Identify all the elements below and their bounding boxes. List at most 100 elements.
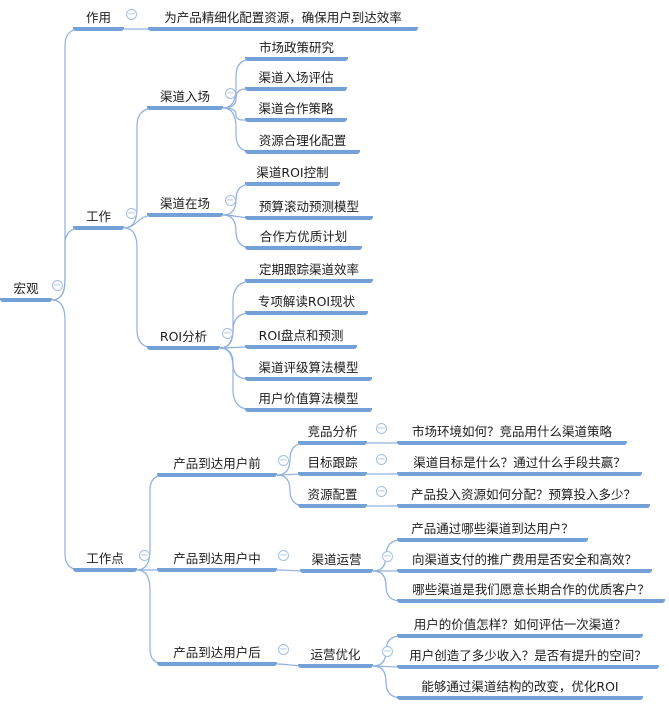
node-label: 渠道合作策略 <box>258 101 334 116</box>
node-roi-analysis[interactable]: ROI分析 <box>147 328 220 350</box>
node-work[interactable]: 工作 <box>73 208 124 230</box>
collapse-icon[interactable]: − <box>376 453 387 465</box>
node-purpose-desc[interactable]: 为产品精细化配置资源，确保用户到达效率 <box>148 9 418 31</box>
node-leaf[interactable]: 渠道评级算法模型 <box>245 359 372 381</box>
node-label: 定期跟踪渠道效率 <box>258 262 359 277</box>
connector <box>51 28 82 301</box>
node-leaf[interactable]: 市场政策研究 <box>245 39 348 61</box>
node-label: 为产品精细化配置资源，确保用户到达效率 <box>164 10 402 25</box>
node-label: 运营优化 <box>310 647 361 662</box>
collapse-icon[interactable]: − <box>139 549 150 561</box>
collapse-icon[interactable]: − <box>52 279 63 291</box>
node-after-reach[interactable]: 产品到达用户后 <box>157 644 277 666</box>
connector <box>372 570 405 602</box>
node-label: 宏观 <box>13 281 39 296</box>
connector <box>219 347 254 411</box>
connector <box>222 58 254 109</box>
node-label: 能够通过渠道结构的改变，优化ROI <box>421 679 619 694</box>
node-competitor-analysis[interactable]: 竞品分析 <box>298 423 367 445</box>
node-root[interactable]: 宏观 <box>0 280 52 302</box>
node-leaf[interactable]: 渠道入场评估 <box>245 69 347 91</box>
collapse-icon[interactable]: − <box>222 327 233 339</box>
node-purpose[interactable]: 作用 <box>73 9 124 31</box>
node-label: 渠道ROI控制 <box>256 165 329 180</box>
node-label: 作用 <box>85 10 111 25</box>
node-goal-tracking[interactable]: 目标跟踪 <box>298 454 367 476</box>
node-label: 工作点 <box>86 551 124 566</box>
collapse-icon[interactable]: − <box>376 485 387 497</box>
node-leaf[interactable]: 市场环境如何？竞品用什么渠道策略 <box>397 423 627 445</box>
node-channel-entry[interactable]: 渠道入场 <box>147 88 223 110</box>
node-leaf[interactable]: 资源合理化配置 <box>245 132 360 154</box>
node-channel-presence[interactable]: 渠道在场 <box>147 195 223 217</box>
node-label: 哪些渠道是我们愿意长期合作的优质客户？ <box>412 582 650 597</box>
node-leaf[interactable]: 哪些渠道是我们愿意长期合作的优质客户？ <box>397 581 665 603</box>
node-label: 向渠道支付的推广费用是否安全和高效？ <box>411 552 637 567</box>
connector <box>222 88 253 109</box>
node-label: 市场政策研究 <box>258 40 334 55</box>
node-label: 竞品分析 <box>307 424 358 439</box>
connector <box>136 474 166 571</box>
node-leaf[interactable]: 用户创造了多少收入？是否有提升的空间？ <box>397 647 659 669</box>
node-label: 用户价值算法模型 <box>258 391 359 406</box>
node-leaf[interactable]: 能够通过渠道结构的改变，优化ROI <box>397 678 643 700</box>
node-label: 预算滚动预测模型 <box>258 199 359 214</box>
node-label: 产品通过哪些渠道到达用户？ <box>411 521 574 536</box>
node-leaf[interactable]: 预算滚动预测模型 <box>245 198 373 220</box>
node-label: 产品到达用户中 <box>173 551 261 566</box>
collapse-icon[interactable]: − <box>278 454 289 466</box>
node-leaf[interactable]: 用户的价值怎样？如何评估一次渠道？ <box>397 616 643 638</box>
node-label: 产品到达用户前 <box>173 456 261 471</box>
connector <box>222 107 253 121</box>
collapse-icon[interactable]: − <box>126 8 137 20</box>
collapse-icon[interactable]: − <box>382 550 393 562</box>
node-label: 渠道运营 <box>311 552 362 567</box>
node-label: 渠道入场 <box>159 89 210 104</box>
node-operation-optimization[interactable]: 运营优化 <box>298 646 373 668</box>
collapse-icon[interactable]: − <box>278 549 289 561</box>
collapse-icon[interactable]: − <box>126 207 137 219</box>
node-label: 工作 <box>85 209 111 224</box>
node-leaf[interactable]: 专项解读ROI现状 <box>245 293 368 315</box>
node-label: 渠道入场评估 <box>258 70 334 85</box>
node-label: 产品投入资源如何分配？预算投入多少？ <box>410 487 636 502</box>
collapse-icon[interactable]: − <box>225 87 236 99</box>
node-during-reach[interactable]: 产品到达用户中 <box>157 550 277 572</box>
node-label: 渠道在场 <box>159 196 210 211</box>
node-label: ROI分析 <box>159 329 208 344</box>
node-label: 用户创造了多少收入？是否有提升的空间？ <box>409 648 647 663</box>
node-label: 合作方优质计划 <box>259 229 348 244</box>
node-leaf[interactable]: 产品投入资源如何分配？预算投入多少？ <box>397 486 650 508</box>
node-leaf[interactable]: 渠道目标是什么？通过什么手段共赢？ <box>397 454 642 476</box>
node-leaf[interactable]: 渠道合作策略 <box>245 100 347 122</box>
collapse-icon[interactable]: − <box>376 422 387 434</box>
node-work-points[interactable]: 工作点 <box>73 550 137 572</box>
node-leaf[interactable]: 向渠道支付的推广费用是否安全和高效？ <box>397 551 652 573</box>
node-label: 资源合理化配置 <box>258 133 347 148</box>
node-leaf[interactable]: 定期跟踪渠道效率 <box>245 261 373 283</box>
node-label: 渠道评级算法模型 <box>258 360 359 375</box>
connector <box>51 299 82 571</box>
node-leaf[interactable]: 渠道ROI控制 <box>245 164 340 186</box>
collapse-icon[interactable]: − <box>278 643 289 655</box>
node-label: 渠道目标是什么？通过什么手段共赢？ <box>413 455 626 470</box>
node-leaf[interactable]: 产品通过哪些渠道到达用户？ <box>397 520 588 542</box>
node-leaf[interactable]: 合作方优质计划 <box>245 228 362 250</box>
node-label: 用户的价值怎样？如何评估一次渠道？ <box>413 617 627 632</box>
collapse-icon[interactable]: − <box>382 645 393 657</box>
node-before-reach[interactable]: 产品到达用户前 <box>157 455 277 477</box>
node-channel-operation[interactable]: 渠道运营 <box>300 551 373 573</box>
node-leaf[interactable]: 用户价值算法模型 <box>245 390 372 412</box>
connector <box>372 665 405 699</box>
connector <box>276 442 307 476</box>
node-label: 专项解读ROI现状 <box>257 294 356 309</box>
node-leaf[interactable]: ROI盘点和预测 <box>245 327 357 349</box>
connector <box>51 227 82 301</box>
connector <box>123 227 156 349</box>
node-resource-allocation[interactable]: 资源配置 <box>298 486 367 508</box>
node-label: 产品到达用户后 <box>173 645 261 660</box>
collapse-icon[interactable]: − <box>225 194 236 206</box>
node-label: 市场环境如何？竞品用什么渠道策略 <box>411 424 612 439</box>
node-label: ROI盘点和预测 <box>258 328 344 343</box>
